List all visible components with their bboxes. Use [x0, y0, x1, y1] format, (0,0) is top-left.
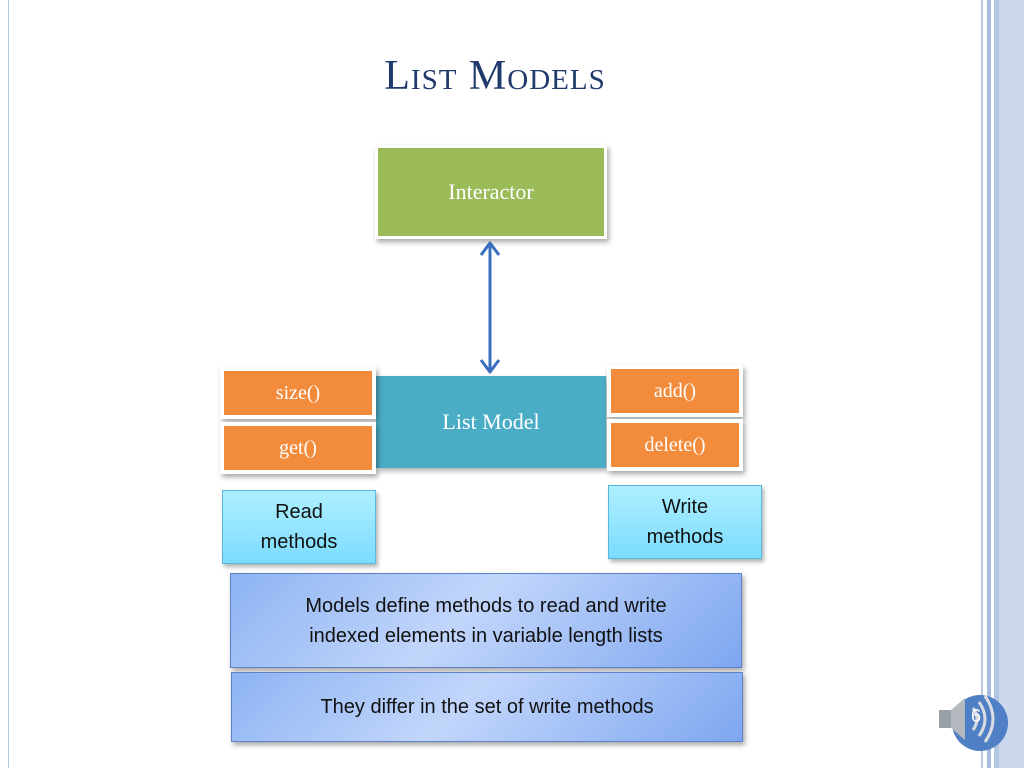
list-model-label: List Model: [442, 409, 540, 434]
difference-text: They differ in the set of write methods: [320, 696, 654, 718]
interactor-label: Interactor: [448, 179, 534, 204]
summary-banner: Models define methods to read and write …: [230, 573, 742, 668]
summary-text: Models define methods to read and write …: [305, 594, 667, 647]
add-method-label: add(): [653, 379, 697, 402]
list-model-box: List Model: [376, 376, 606, 468]
frame-left-line: [8, 0, 9, 768]
slide-number-badge: [935, 680, 1015, 760]
size-method-label: size(): [275, 381, 321, 404]
difference-banner: They differ in the set of write methods: [231, 672, 743, 742]
add-method-box: add(): [607, 365, 743, 417]
write-methods-label: Write methods: [646, 496, 724, 548]
size-method-box: size(): [220, 367, 376, 419]
read-methods-note: Read methods: [222, 490, 376, 564]
interactor-box: Interactor: [375, 145, 607, 239]
speaker-icon[interactable]: [935, 680, 1015, 760]
delete-method-label: delete(): [644, 433, 706, 456]
write-methods-note: Write methods: [608, 485, 762, 559]
decorative-stripes: [977, 0, 1024, 768]
get-method-box: get(): [220, 422, 376, 474]
slide-number: 6: [970, 706, 981, 726]
slide-title: List Models: [384, 53, 606, 99]
get-method-label: get(): [279, 436, 317, 459]
delete-method-box: delete(): [607, 419, 743, 471]
read-methods-label: Read methods: [260, 501, 338, 553]
